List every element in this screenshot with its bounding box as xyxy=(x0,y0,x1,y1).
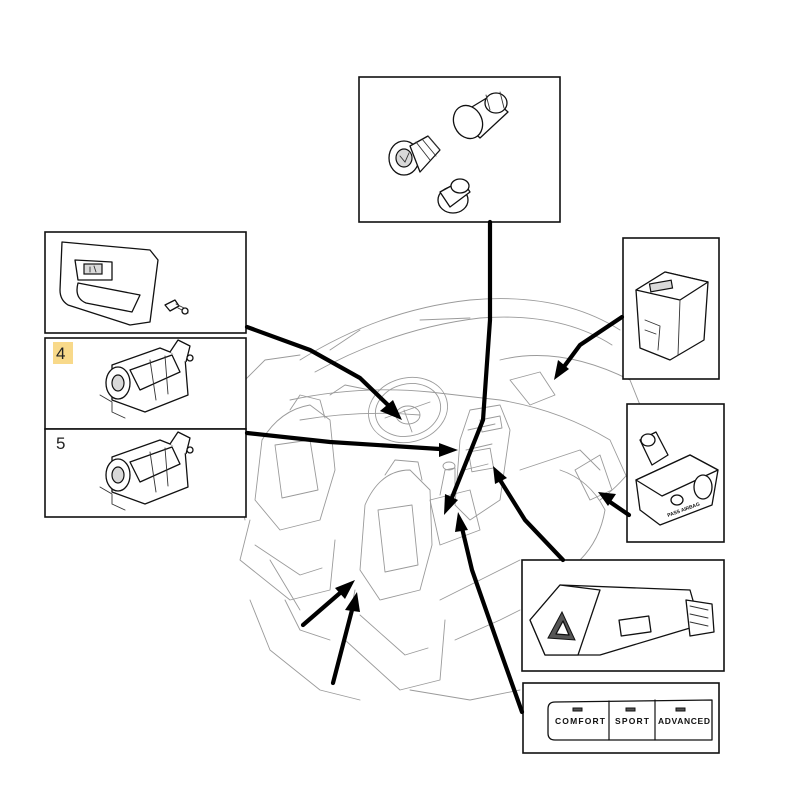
sport-button-label: SPORT xyxy=(615,716,650,726)
arrow-drive-mode xyxy=(459,525,525,715)
item-5-switch-part xyxy=(99,431,194,511)
lighter-socket-part xyxy=(452,91,509,140)
item-4-switch-part xyxy=(99,339,194,419)
screw-part xyxy=(164,299,189,315)
arrow-socket xyxy=(607,499,632,518)
lighter-components-panel xyxy=(358,76,561,223)
cigarette-socket-panel: PASS AIRBAG xyxy=(626,403,725,543)
comfort-button-label: COMFORT xyxy=(555,716,606,726)
hazard-switch-panel xyxy=(521,559,725,672)
switch-housing-panel xyxy=(622,237,720,380)
item-4-panel: 4 xyxy=(44,337,247,430)
drive-mode-button-panel: COMFORT SPORT ADVANCED xyxy=(522,682,720,754)
arrow-seat-2 xyxy=(330,607,355,686)
item-4-number: 4 xyxy=(56,344,65,363)
arrow-item-4-5 xyxy=(244,430,443,452)
arrow-glovebox xyxy=(244,324,391,408)
lighter-knob-part xyxy=(388,135,441,176)
arrow-hazard xyxy=(497,477,566,563)
glovebox-switch-panel xyxy=(44,231,247,334)
advanced-button-label: ADVANCED xyxy=(658,716,710,726)
arrow-lighter xyxy=(448,219,493,503)
arrow-switch-housing xyxy=(560,314,625,371)
arrow-seat-1 xyxy=(300,590,343,628)
item-5-number: 5 xyxy=(56,434,65,453)
lighter-cap-part xyxy=(437,178,471,214)
item-4-highlight xyxy=(53,342,73,364)
leader-arrows xyxy=(244,219,632,715)
item-5-panel: 5 xyxy=(44,428,247,518)
hazard-switch-part xyxy=(529,584,715,656)
